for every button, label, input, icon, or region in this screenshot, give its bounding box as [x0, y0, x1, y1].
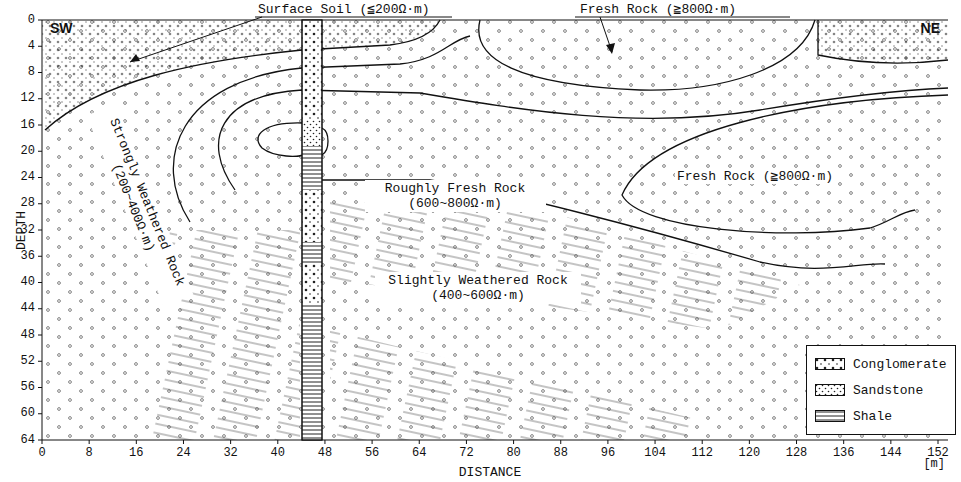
tick-label: 40	[21, 275, 35, 290]
tick-label: 136	[833, 446, 855, 461]
tick-label: 24	[176, 446, 190, 461]
tick-label: 128	[786, 446, 808, 461]
tick-label: 60	[21, 406, 35, 421]
tick-label: 40	[271, 446, 285, 461]
legend-row: Shale	[815, 403, 947, 429]
tick-label: 20	[21, 144, 35, 159]
tick-label: 32	[21, 223, 35, 238]
tick-label: 24	[21, 170, 35, 185]
zone-label: Slightly Weathered Rock (400~600Ω·m)	[375, 272, 581, 304]
legend-text: Shale	[853, 409, 892, 424]
legend-text: Sandstone	[853, 383, 923, 398]
tick-label: 4	[28, 39, 35, 54]
zone-label: Roughly Fresh Rock (600~800Ω·m)	[365, 180, 546, 212]
tick-label: 44	[21, 301, 35, 316]
legend-swatch	[815, 384, 845, 396]
tick-label: 0	[38, 446, 45, 461]
tick-label: 32	[223, 446, 237, 461]
borehole-log	[302, 20, 322, 440]
tick-label: 120	[739, 446, 761, 461]
direction-label: SW	[50, 21, 73, 36]
tick-label: 8	[86, 446, 93, 461]
tick-label: 12	[21, 91, 35, 106]
tick-label: 48	[318, 446, 332, 461]
tick-label: 64	[412, 446, 426, 461]
legend-row: Conglomerate	[815, 351, 947, 377]
zone-label: Fresh Rock (≧800Ω·m)	[580, 2, 736, 17]
tick-label: 8	[28, 65, 35, 80]
tick-label: 104	[644, 446, 666, 461]
tick-label: 36	[21, 249, 35, 264]
tick-label: 88	[554, 446, 568, 461]
tick-label: 56	[21, 380, 35, 395]
tick-label: 48	[21, 328, 35, 343]
tick-label: 16	[129, 446, 143, 461]
tick-label: 52	[21, 354, 35, 369]
tick-label: 96	[601, 446, 615, 461]
tick-label: 112	[691, 446, 713, 461]
zone-label: Fresh Rock (≧800Ω·m)	[675, 169, 835, 184]
tick-label: 144	[880, 446, 902, 461]
legend-box: ConglomerateSandstoneShale	[806, 345, 956, 435]
tick-label: 72	[459, 446, 473, 461]
tick-label: 80	[506, 446, 520, 461]
tick-label: 0	[28, 13, 35, 28]
legend-row: Sandstone	[815, 377, 947, 403]
legend-text: Conglomerate	[853, 357, 947, 372]
tick-label: 16	[21, 118, 35, 133]
legend-swatch	[815, 358, 845, 370]
direction-label: NE	[921, 21, 940, 36]
tick-label: 64	[21, 433, 35, 448]
tick-label: 56	[365, 446, 379, 461]
axis-title: DISTANCE	[459, 465, 521, 480]
legend-swatch	[815, 410, 845, 422]
zone-label: Surface Soil (≦200Ω·m)	[258, 2, 430, 17]
tick-label: 152	[927, 446, 949, 461]
tick-label: 28	[21, 196, 35, 211]
